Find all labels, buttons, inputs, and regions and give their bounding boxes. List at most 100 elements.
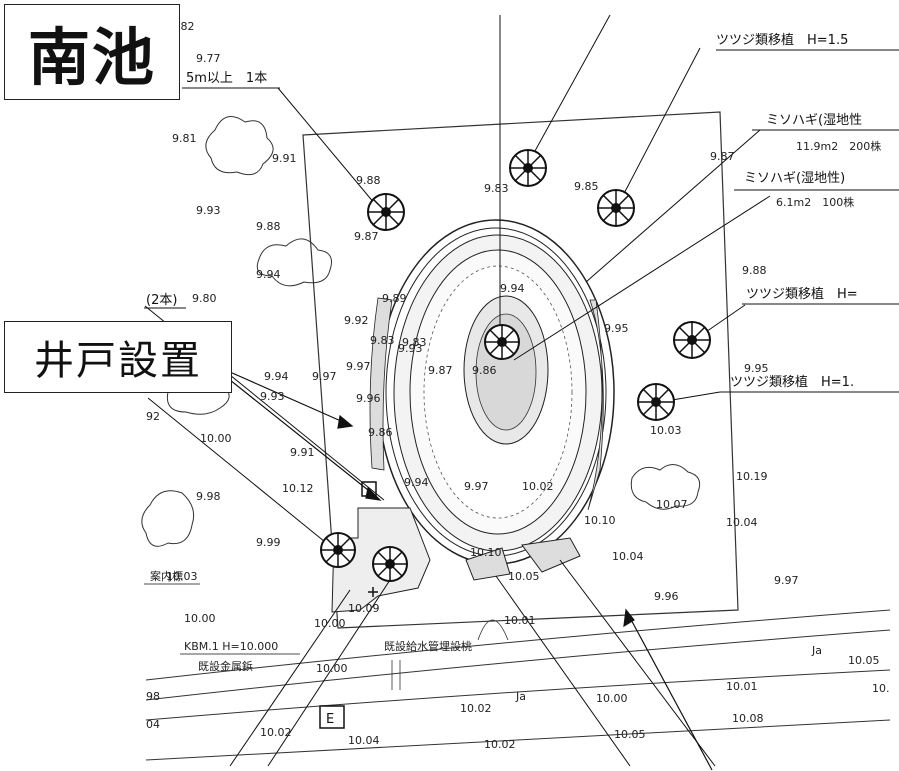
label-tree-top-left: 5m以上 1本	[186, 71, 267, 86]
shrub-group	[141, 490, 195, 547]
spot-elevation-label: 10.02	[260, 726, 292, 739]
spot-elevation-label: 9.88	[256, 220, 281, 233]
spot-elevation-label: 9.87	[428, 364, 453, 377]
spot-elevation-label: 9.80	[192, 292, 217, 305]
spot-elevation-label: 9.87	[710, 150, 735, 163]
label-two-trees: (2本)	[146, 293, 177, 308]
label-ja-2: Ja	[811, 644, 822, 657]
spot-elevation-label: 9.86	[368, 426, 393, 439]
label-azalea-mid: ツツジ類移植 H=	[746, 287, 858, 302]
spot-elevation-label: 9.86	[472, 364, 497, 377]
label-misohagi-2-qty: 6.1m2 100株	[776, 195, 854, 209]
spot-elevation-label: 9.88	[742, 264, 767, 277]
spot-elevation-label: 9.97	[346, 360, 371, 373]
road-edge	[145, 719, 891, 761]
spot-elevation-label: 10.19	[736, 470, 768, 483]
spot-elevation-label: 9.96	[356, 392, 381, 405]
spot-elevation-label: 9.94	[500, 282, 525, 295]
spot-elevation-label: 9.97	[774, 574, 799, 587]
spot-elevation-label: 9.96	[654, 590, 679, 603]
paving-pad-2	[521, 537, 581, 573]
label-misohagi-2: ミソハギ(湿地性)	[744, 171, 845, 186]
well-marker	[361, 481, 377, 497]
spot-elevation-label: 9.95	[744, 362, 769, 375]
shrub-group	[630, 464, 701, 510]
site-boundary	[302, 111, 739, 629]
label-sign: 案内標	[150, 569, 183, 583]
spot-elevation-label: 9.99	[256, 536, 281, 549]
spot-elevation-label: 10.10	[584, 514, 616, 527]
spot-elevation-label: 04	[146, 718, 160, 731]
well-callout: 井戸設置	[4, 321, 232, 393]
tree-symbols	[320, 149, 711, 582]
spot-elevation-label: 10.02	[522, 480, 554, 493]
spot-elevation-label: 9.87	[354, 230, 379, 243]
spot-elevation-label: 9.94	[264, 370, 289, 383]
label-kbm: KBM.1 H=10.000	[184, 640, 278, 653]
spot-elevation-label: 9.88	[356, 174, 381, 187]
label-ja-1: Ja	[515, 690, 526, 703]
label-water-pipe: 既設給水管埋設桃	[384, 639, 472, 653]
spot-elevation-label: 9.95	[604, 322, 629, 335]
label-metal-marker: 既設金属鋲	[198, 659, 253, 673]
spot-elevation-label: 9.93	[398, 342, 423, 355]
survey-cross-icon	[368, 587, 378, 597]
spot-elevation-label: 10.00	[316, 662, 348, 675]
label-azalea-low: ツツジ類移植 H=1.	[730, 375, 854, 390]
spot-elevation-label: 9.93	[196, 204, 221, 217]
spot-elevation-label: 9.97	[312, 370, 337, 383]
spot-elevation-label: 9.83	[370, 334, 395, 347]
spot-elevation-label: 10.03	[650, 424, 682, 437]
spot-elevation-label: 10.03	[166, 570, 198, 583]
page-title: 南池	[4, 4, 180, 100]
spot-elevation-label: 9.93	[260, 390, 285, 403]
spot-elevation-label: 9.94	[256, 268, 281, 281]
e-marker-box	[319, 705, 345, 729]
spot-elevation-label: 9.85	[574, 180, 599, 193]
spot-elevation-label: 10.05	[848, 654, 880, 667]
paving-pad-1	[465, 547, 511, 581]
spot-elevation-label: 9.83	[402, 336, 427, 349]
spot-elevation-label: 10.00	[596, 692, 628, 705]
label-misohagi-1: ミソハギ(湿地性	[766, 113, 862, 128]
spot-elevation-label: 10.04	[612, 550, 644, 563]
spot-elevation-label: 10.	[872, 682, 890, 695]
spot-elevation-label: 10.01	[726, 680, 758, 693]
spot-elevation-label: 10.10	[470, 546, 502, 559]
spot-elevation-label: 10.12	[282, 482, 314, 495]
spot-elevation-label: 9.91	[290, 446, 315, 459]
wetland-planting-right	[587, 299, 604, 511]
shrub-group	[205, 116, 274, 176]
arrows	[229, 371, 713, 771]
road-edge	[145, 609, 891, 681]
spot-elevation-label: 10.02	[484, 738, 516, 751]
spot-elevation-label: 9.97	[464, 480, 489, 493]
label-azalea-top: ツツジ類移植 H=1.5	[716, 33, 848, 48]
spot-elevations: 9.77 9.81 9.91 9.88 9.83 9.85 9.87 9.93 9.88 9.87…	[146, 20, 890, 751]
spot-elevation-label: 9.98	[196, 490, 221, 503]
spot-elevation-label: 9.81	[172, 132, 197, 145]
spot-elevation-label: 10.02	[460, 702, 492, 715]
spot-elevation-label: 10.08	[732, 712, 764, 725]
leader-lines	[144, 14, 771, 767]
wetland-planting-left	[369, 297, 393, 471]
road-edge	[145, 669, 891, 721]
spot-elevation-label: 9.89	[382, 292, 407, 305]
spot-elevation-label: 9.92	[344, 314, 369, 327]
spot-elevation-label: 9.91	[272, 152, 297, 165]
spot-elevation-label: 10.04	[348, 734, 380, 747]
spot-elevation-label: 98	[146, 690, 160, 703]
spot-elevation-label: 10.09	[348, 602, 380, 615]
spot-elevation-label: 10.05	[508, 570, 540, 583]
spot-elevation-label: 10.00	[184, 612, 216, 625]
spot-elevation-label: 10.00	[200, 432, 232, 445]
spot-elevation-label: 9.77	[196, 52, 221, 65]
road-edge	[145, 629, 891, 701]
spot-elevation-label: 9.83	[484, 182, 509, 195]
e-marker: E	[326, 712, 334, 727]
spot-elevation-label: 10.07	[656, 498, 688, 511]
spot-elevation-label: 92	[146, 410, 160, 423]
label-misohagi-1-qty: 11.9m2 200株	[796, 139, 881, 153]
spot-elevation-label: 10.04	[726, 516, 758, 529]
